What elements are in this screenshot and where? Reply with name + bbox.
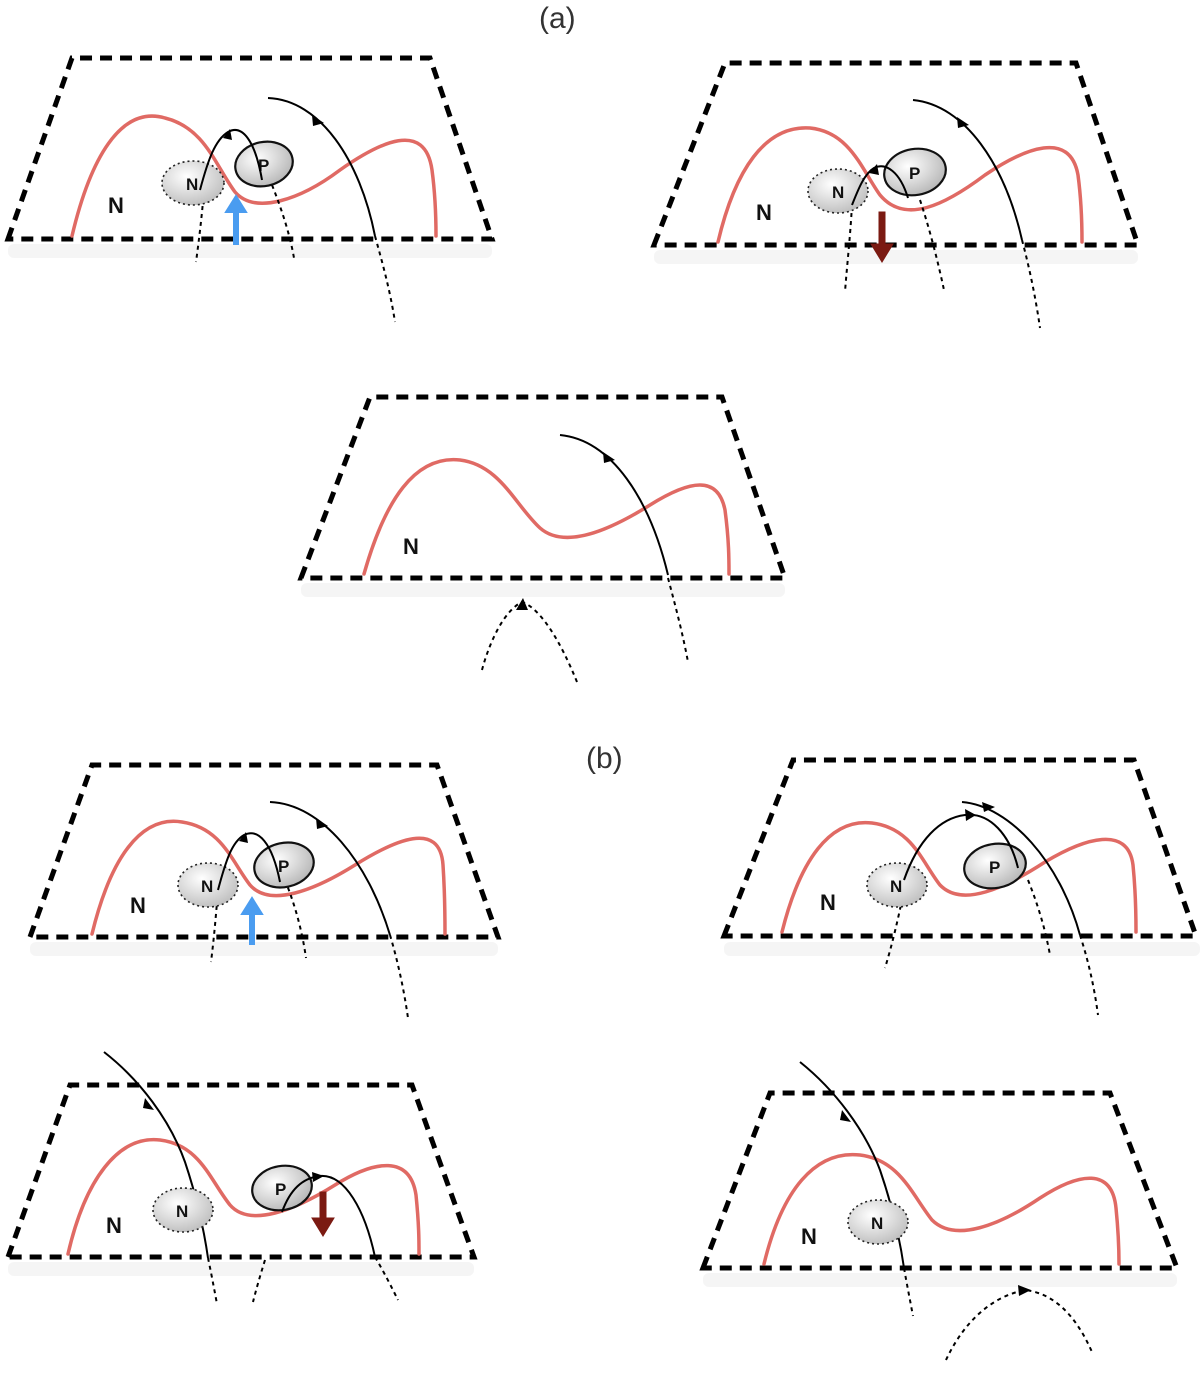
polarity-inversion-line (66, 1137, 421, 1256)
positive-polarity-spot (234, 140, 294, 188)
polarity-inversion-line (362, 457, 731, 576)
photosphere-plane (4, 1082, 478, 1260)
panel-b4: N N (699, 1061, 1181, 1361)
positive-polarity-label: P (258, 156, 269, 175)
panel-b2: N N P (720, 757, 1200, 1016)
fieldline-arrowhead (869, 164, 879, 175)
polarity-inversion-line (762, 1152, 1121, 1266)
positive-polarity-spot (251, 1164, 313, 1212)
fieldline-dashed (1079, 934, 1099, 1016)
fieldline-dashed (252, 1259, 266, 1303)
fieldline-arrowhead (965, 809, 976, 821)
upward-arrow (240, 896, 264, 945)
polarity-inversion-line (780, 820, 1138, 934)
photosphere-plane (4, 55, 496, 242)
plane-shadow (8, 244, 492, 258)
ambient-fieldline (799, 1061, 905, 1269)
negative-polarity-spot (847, 1199, 909, 1245)
panel-a2: N N P (650, 60, 1142, 329)
region-n-label: N (756, 200, 772, 225)
negative-polarity-label: N (186, 175, 198, 194)
region-n-label: N (108, 193, 124, 218)
positive-polarity-spot (253, 841, 315, 889)
fieldline-dashed (374, 1256, 399, 1301)
ambient-fieldline (912, 99, 1023, 241)
fieldline-dashed (903, 1267, 914, 1317)
fieldline-dashed (844, 204, 853, 293)
plane-shadow (703, 1273, 1177, 1287)
polarity-inversion-line (90, 819, 447, 936)
fieldline-arrowhead (1018, 1285, 1031, 1296)
plane-shadow (724, 942, 1200, 956)
photosphere-plane (650, 60, 1142, 248)
region-n-label: N (130, 893, 146, 918)
negative-polarity-label: N (176, 1202, 188, 1221)
fieldline-arrowhead (316, 818, 328, 829)
photosphere-plane (720, 757, 1200, 939)
plane-shadow (30, 942, 498, 956)
fieldline-dashed (667, 577, 689, 663)
photosphere-plane (297, 394, 789, 581)
panel-b-label: (b) (586, 742, 623, 775)
panel-a3: N (297, 394, 789, 683)
region-n-label: N (801, 1224, 817, 1249)
positive-polarity-spot (963, 842, 1027, 890)
panel-b3: N N P (4, 1051, 478, 1305)
ambient-fieldline (103, 1051, 209, 1259)
plane-shadow (8, 1262, 474, 1276)
negative-polarity-label: N (201, 877, 213, 896)
fieldline-arrowhead (840, 1110, 851, 1122)
fieldline-arrowhead (957, 117, 969, 128)
photosphere-plane (26, 762, 502, 940)
submerged-loop (481, 600, 578, 683)
polarity-inversion-line (716, 126, 1084, 244)
negative-polarity-label: N (871, 1214, 883, 1233)
plane-shadow (301, 583, 785, 597)
positive-polarity-label: P (909, 164, 920, 183)
fieldline-arrowhead (603, 452, 615, 463)
fieldline-arrowhead (312, 115, 324, 126)
fieldline-arrowhead (312, 1172, 324, 1182)
upward-arrow (224, 194, 248, 245)
plane-shadow (654, 250, 1138, 264)
downward-arrow (870, 211, 894, 263)
negative-polarity-label: N (832, 183, 844, 202)
submerged-loop (945, 1288, 1093, 1361)
negative-polarity-label: N (890, 877, 902, 896)
fieldline-arrowhead (516, 598, 528, 610)
ambient-fieldline (269, 801, 391, 936)
negative-polarity-spot (152, 1187, 214, 1233)
fieldline-dashed (207, 1257, 218, 1305)
fieldline-arrowhead (982, 802, 995, 812)
region-n-label: N (106, 1213, 122, 1238)
fieldline-dashed (210, 889, 219, 963)
ambient-fieldline (559, 434, 669, 576)
panel-a-label: (a) (539, 2, 576, 35)
reconnected-loop (903, 813, 1019, 881)
photosphere-plane (699, 1090, 1181, 1271)
ambient-fieldline (961, 801, 1081, 936)
fieldline-dashed (389, 934, 409, 1019)
positive-polarity-label: P (275, 1180, 286, 1199)
panel-b1: N N P (26, 762, 502, 1019)
fieldline-dashed (374, 235, 396, 323)
downward-arrow (311, 1191, 335, 1237)
polarity-inversion-line (70, 114, 438, 238)
fieldline-arrowhead (223, 129, 232, 140)
positive-polarity-label: P (278, 857, 289, 876)
negative-polarity-spot (161, 160, 225, 206)
region-n-label: N (403, 534, 419, 559)
negative-polarity-spot (866, 862, 928, 908)
positive-polarity-spot (883, 147, 947, 197)
panel-a1: N N P (4, 55, 496, 323)
ambient-fieldline (267, 97, 376, 237)
fieldline-dashed (195, 189, 205, 263)
fieldline-arrowhead (239, 832, 248, 843)
region-n-label: N (820, 890, 836, 915)
positive-polarity-label: P (989, 858, 1000, 877)
fieldline-dashed (1021, 239, 1041, 329)
fieldline-arrowhead (143, 1098, 154, 1110)
fieldline-dashed (919, 199, 945, 291)
